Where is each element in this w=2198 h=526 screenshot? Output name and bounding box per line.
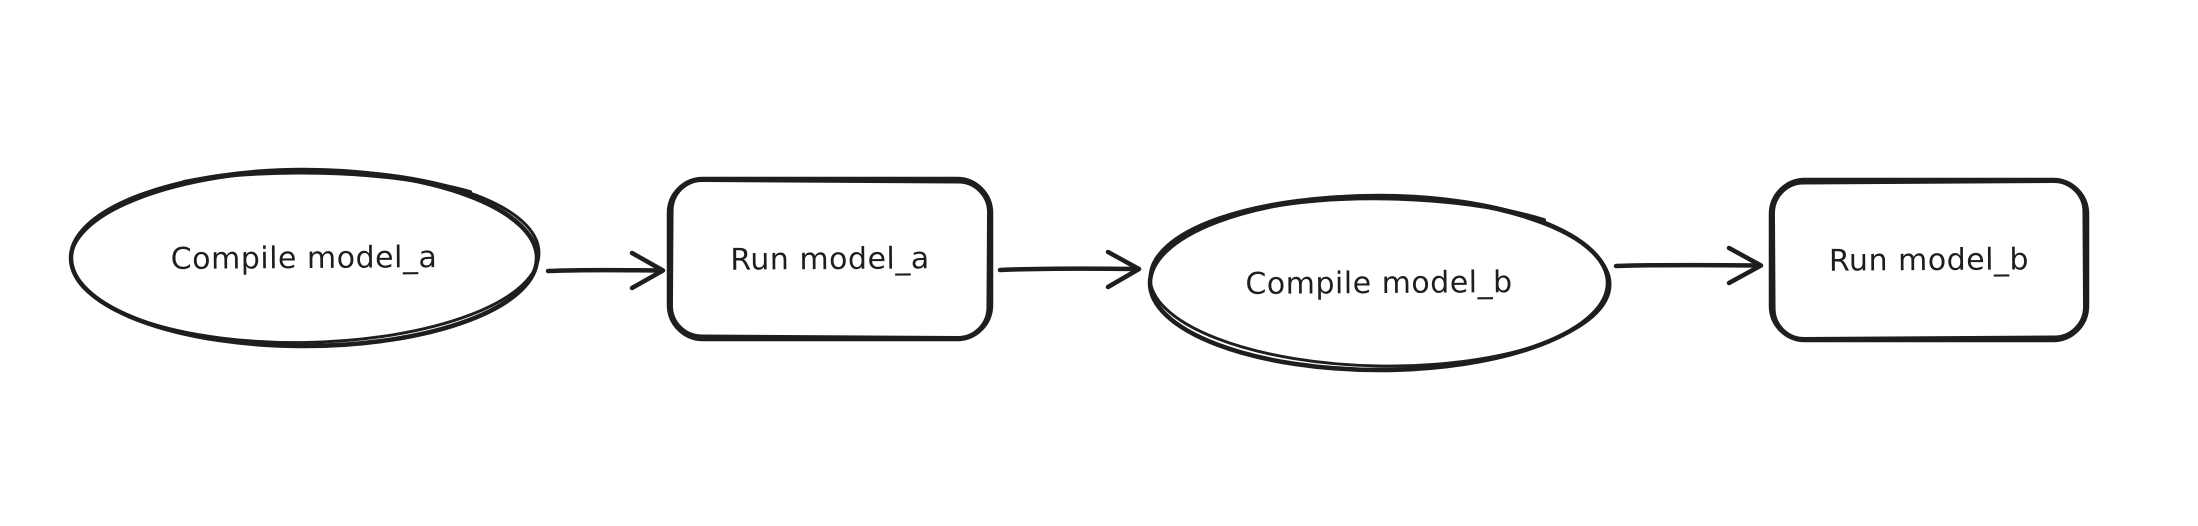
node-compile-model-b: Compile model_b [1144, 190, 1614, 376]
node-run-model-a: Run model_a [666, 176, 994, 342]
arrow-compile-a-to-run-a [544, 246, 670, 298]
node-compile-model-a: Compile model_a [64, 164, 544, 352]
ellipse-shape [1147, 193, 1612, 373]
rounded-rect-shape [1768, 177, 2090, 343]
arrow-run-a-to-compile-b [996, 244, 1146, 296]
node-label: Compile model_a [170, 239, 438, 277]
node-label: Compile model_b [1245, 264, 1513, 302]
rounded-rect-shape [666, 176, 994, 342]
node-label: Run model_a [730, 240, 930, 278]
arrow-compile-b-to-run-b [1612, 240, 1768, 292]
node-run-model-b: Run model_b [1768, 177, 2090, 343]
ellipse-shape [68, 167, 541, 349]
node-label: Run model_b [1828, 241, 2030, 279]
